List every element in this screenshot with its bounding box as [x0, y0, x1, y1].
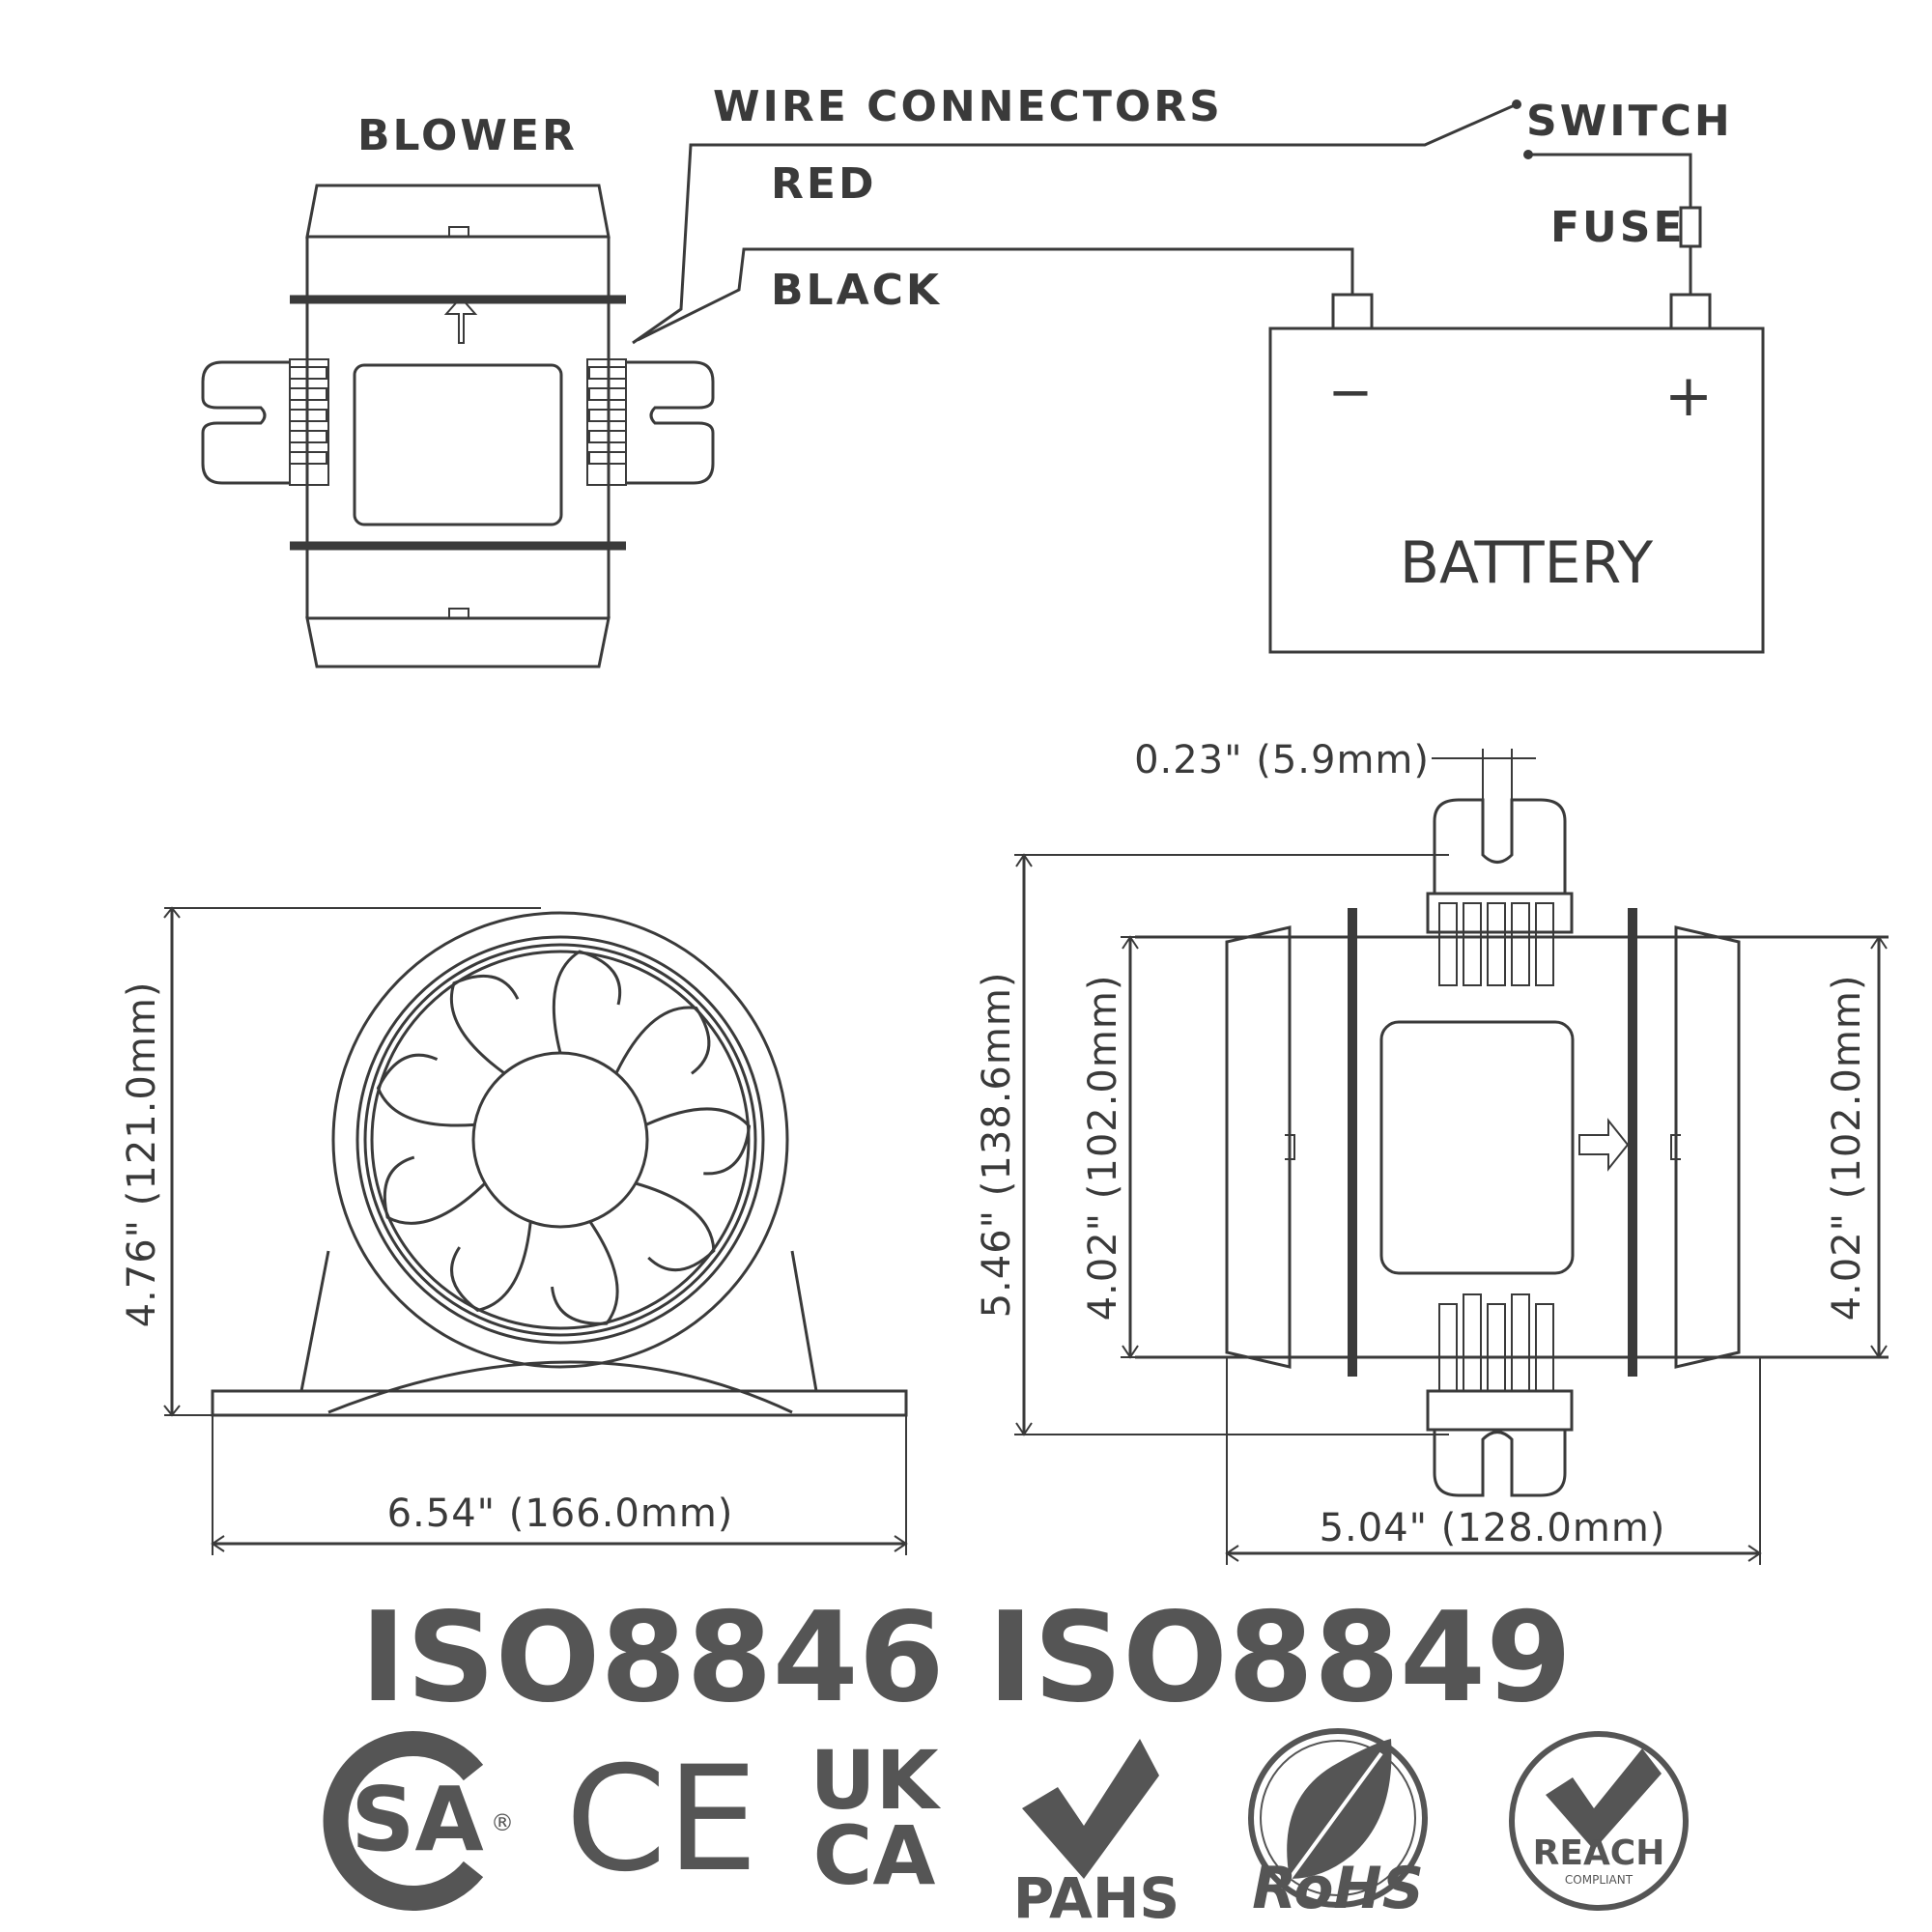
- rohs-label: RoHS: [1252, 1855, 1424, 1922]
- reach-logo: REACH COMPLIANT: [1509, 1731, 1689, 1911]
- wire-connectors-label: WIRE CONNECTORS: [713, 82, 1223, 131]
- battery-plus-terminal: +: [1664, 362, 1713, 430]
- switch-label: SWITCH: [1526, 97, 1733, 146]
- blower-side-view: 0.23" (5.9mm) 5.46" (138.6mm): [975, 738, 1889, 1565]
- blower-label: BLOWER: [357, 111, 578, 160]
- blower-front-view: 4.76" (121.0mm) 6.54" (166.0mm): [120, 906, 908, 1555]
- pahs-logo: PAHS: [1013, 1739, 1179, 1931]
- wiring-diagram: BLOWER: [201, 82, 1765, 668]
- ce-logo: CE: [565, 1736, 758, 1904]
- reach-compliant-label: COMPLIANT: [1565, 1873, 1634, 1887]
- red-wire-label: RED: [771, 159, 876, 209]
- blower-top-view: [201, 184, 715, 668]
- ukca-logo: UK CA: [810, 1733, 941, 1903]
- ukca-bottom: CA: [813, 1808, 936, 1903]
- csa-registered-mark: ®: [491, 1809, 514, 1836]
- pahs-check-icon: [1022, 1739, 1159, 1879]
- battery-label: BATTERY: [1400, 529, 1654, 597]
- reach-check-icon: [1546, 1748, 1662, 1850]
- battery: − + BATTERY: [1268, 293, 1765, 654]
- body-height-dimension-right: 4.02" (102.0mm): [1825, 975, 1869, 1321]
- certification-logos: SA ® CE UK CA PAHS RoHS REACH COMPLIANT: [323, 1728, 1689, 1931]
- slot-width-dimension: 0.23" (5.9mm): [1134, 738, 1430, 782]
- front-height-dimension: 4.76" (121.0mm): [120, 981, 164, 1328]
- overall-height-dimension: 5.46" (138.6mm): [975, 972, 1019, 1319]
- side-width-dimension: 5.04" (128.0mm): [1320, 1506, 1666, 1550]
- rohs-logo: RoHS: [1248, 1728, 1428, 1922]
- iso-standards: ISO8846 ISO8849: [360, 1586, 1572, 1730]
- csa-logo: SA ®: [323, 1731, 514, 1911]
- fuse-label: FUSE: [1550, 203, 1686, 252]
- black-wire-label: BLACK: [771, 266, 942, 315]
- reach-label: REACH: [1533, 1833, 1665, 1873]
- pahs-label: PAHS: [1013, 1865, 1179, 1931]
- front-width-dimension: 6.54" (166.0mm): [387, 1492, 734, 1536]
- body-height-dimension-left: 4.02" (102.0mm): [1081, 975, 1125, 1321]
- battery-minus-terminal: −: [1328, 361, 1374, 424]
- wires: [632, 99, 1702, 345]
- csa-letters: SA: [351, 1768, 483, 1871]
- ukca-top: UK: [810, 1733, 941, 1828]
